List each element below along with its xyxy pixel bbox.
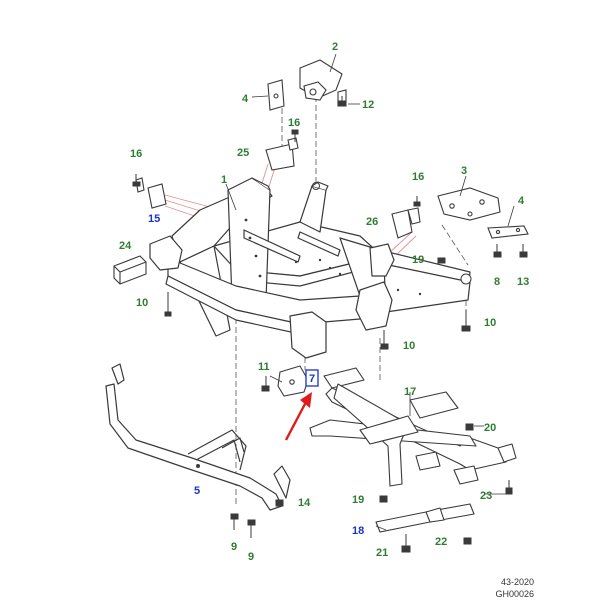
callout-16: 16 — [130, 148, 142, 160]
lower-brace-plate — [309, 367, 517, 487]
callout-16: 16 — [288, 117, 300, 129]
callout-9: 9 — [248, 551, 254, 563]
callout-9: 9 — [231, 541, 237, 553]
callout-10: 10 — [136, 297, 148, 309]
callout-22: 22 — [435, 536, 447, 548]
callout-20: 20 — [484, 422, 496, 434]
callout-13: 13 — [517, 276, 529, 288]
callout-15: 15 — [148, 213, 160, 225]
callout-7-box — [305, 369, 319, 387]
subframe-bolt-holes — [244, 182, 472, 296]
bolts — [132, 96, 528, 553]
callout-8: 8 — [494, 276, 500, 288]
upper-mount-bracket — [299, 59, 347, 105]
bracket-25 — [265, 137, 299, 171]
callout-11: 11 — [258, 361, 270, 373]
lower-plate-18 — [375, 503, 475, 533]
callout-26: 26 — [366, 216, 378, 228]
callout-23: 23 — [480, 490, 492, 502]
front-subframe — [149, 177, 471, 359]
block-24 — [113, 255, 147, 285]
callout-leaders — [225, 53, 515, 531]
callout-7: 7 — [309, 373, 315, 385]
callout-25: 25 — [237, 147, 249, 159]
section-reference: 43-2020 — [500, 577, 534, 587]
callout-2: 2 — [332, 41, 338, 53]
bracket-7 — [277, 365, 309, 397]
callout-3: 3 — [461, 165, 467, 177]
lower-frame — [105, 363, 291, 511]
red-arrow — [284, 392, 312, 441]
callout-18: 18 — [352, 525, 364, 537]
graphic-code: GH00026 — [495, 589, 534, 599]
callout-19: 19 — [412, 254, 424, 266]
callout-12: 12 — [362, 99, 374, 111]
callout-21: 21 — [376, 547, 388, 559]
callout-17: 17 — [404, 386, 416, 398]
callout-4: 4 — [518, 195, 525, 207]
callout-16: 16 — [412, 171, 424, 183]
callout-24: 24 — [119, 240, 132, 252]
mount-bracket-small — [267, 79, 285, 111]
callout-19: 19 — [352, 494, 364, 506]
bracket-15 — [135, 177, 167, 209]
callout-labels: 2 4 12 16 25 16 1 15 3 16 4 26 24 19 8 1… — [119, 41, 529, 563]
callout-4: 4 — [242, 93, 249, 105]
callout-10: 10 — [403, 340, 415, 352]
callout-10: 10 — [484, 317, 496, 329]
bracket-26 — [391, 207, 421, 239]
bracket-4-right — [487, 225, 529, 239]
callout-5: 5 — [194, 485, 200, 497]
mount-bracket-right — [437, 187, 501, 221]
callout-14: 14 — [298, 497, 311, 509]
callout-1: 1 — [221, 174, 227, 186]
